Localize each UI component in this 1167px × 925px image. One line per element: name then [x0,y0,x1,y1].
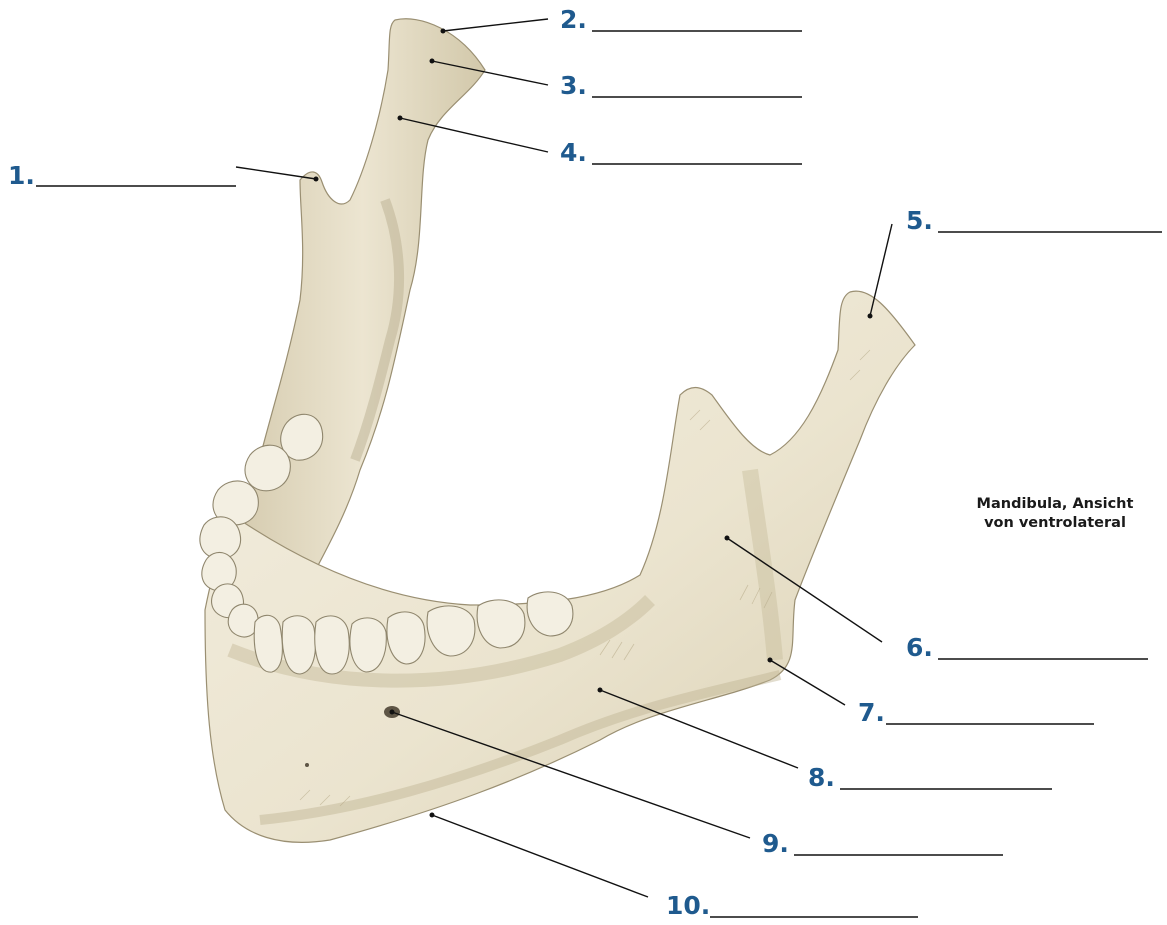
label-7: 7. [858,698,1094,727]
leader-line-5 [870,224,892,316]
label-number-4: 4. [560,138,587,167]
label-number-8: 8. [808,763,835,792]
leader-dot-6 [725,536,730,541]
left-ramus [240,19,485,600]
label-number-1: 1. [8,161,35,190]
leader-dot-7 [768,658,773,663]
label-10: 10. [666,891,918,920]
leader-dot-1 [314,177,319,182]
leader-dot-3 [430,59,435,64]
label-number-6: 6. [906,633,933,662]
leader-line-10 [432,815,648,897]
caption-line-2: von ventrolateral [955,514,1155,533]
label-number-10: 10. [666,891,710,920]
small-foramen [305,763,309,767]
label-6: 6. [906,633,1148,662]
label-number-2: 2. [560,5,587,34]
figure-caption: Mandibula, Ansicht von ventrolateral [955,495,1155,533]
leader-dot-5 [868,314,873,319]
label-number-3: 3. [560,71,587,100]
label-number-7: 7. [858,698,885,727]
label-1: 1. [8,161,236,190]
label-2: 2. [560,5,802,34]
leader-dot-10 [430,813,435,818]
label-3: 3. [560,71,802,100]
label-9: 9. [762,829,1003,858]
label-5: 5. [906,206,1162,235]
leader-line-2 [443,19,548,31]
leader-line-7 [770,660,845,705]
mandible-illustration [200,19,915,843]
leader-line-1 [236,167,316,179]
label-number-9: 9. [762,829,789,858]
leader-dot-9 [390,710,395,715]
leader-dot-4 [398,116,403,121]
caption-line-1: Mandibula, Ansicht [955,495,1155,514]
leader-dot-2 [441,29,446,34]
label-number-5: 5. [906,206,933,235]
leader-dot-8 [598,688,603,693]
label-4: 4. [560,138,802,167]
label-8: 8. [808,763,1052,792]
